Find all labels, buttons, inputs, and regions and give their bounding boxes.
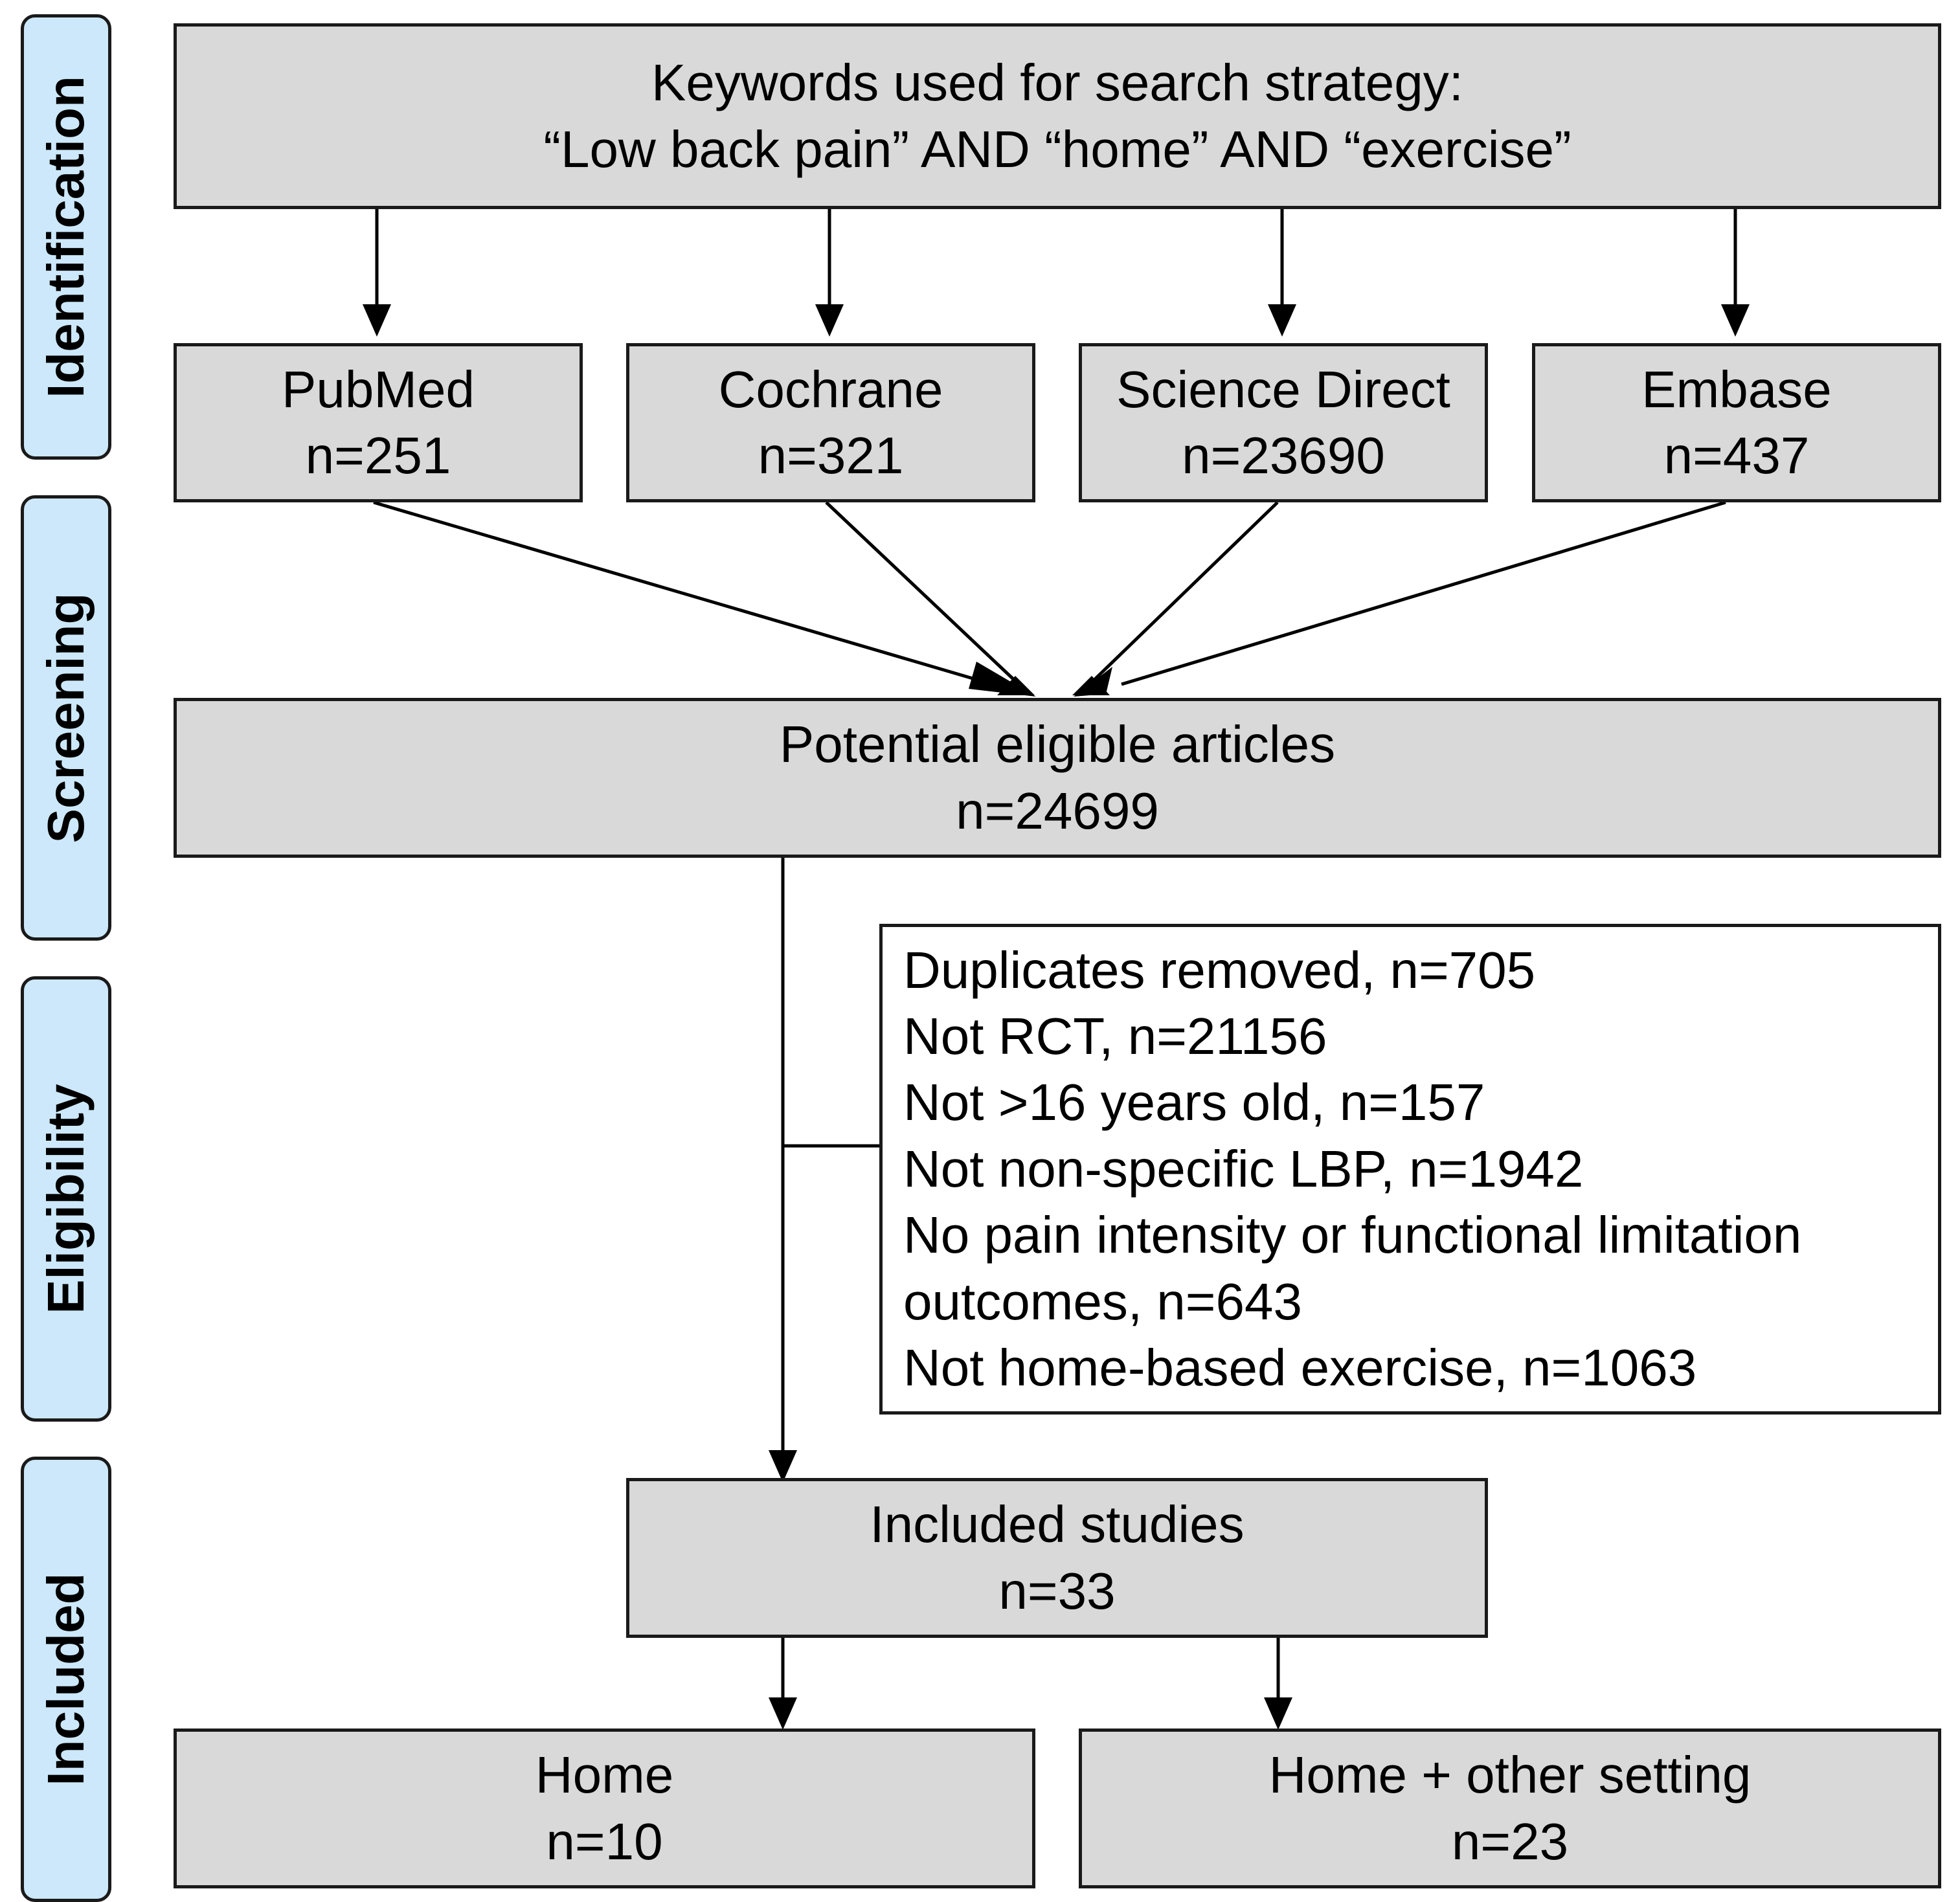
arrow-sciencedirect-potential bbox=[1093, 501, 1279, 681]
exclusion-item: Duplicates removed, n=705 bbox=[903, 941, 1536, 999]
exclusions-box: Duplicates removed, n=705 Not RCT, n=211… bbox=[879, 924, 1941, 1415]
setting-box-home: Home n=10 bbox=[174, 1729, 1035, 1888]
stage-tab-identification: Identification bbox=[21, 14, 111, 460]
setting-label: Home + other setting bbox=[1268, 1746, 1752, 1804]
database-count: n=321 bbox=[758, 427, 904, 484]
exclusion-item: Not RCT, n=21156 bbox=[903, 1007, 1327, 1066]
potential-eligible-count: n=24699 bbox=[956, 781, 1159, 840]
database-count: n=23690 bbox=[1182, 427, 1385, 484]
arrowhead-embase bbox=[1721, 304, 1750, 337]
database-box-embase: Embase n=437 bbox=[1532, 343, 1941, 502]
exclusion-item: outcomes, n=643 bbox=[903, 1272, 1302, 1330]
arrowhead-potential-included bbox=[769, 1450, 797, 1482]
arrowhead-cochrane bbox=[815, 304, 844, 337]
potential-eligible-box: Potential eligible articles n=24699 bbox=[174, 698, 1941, 858]
database-name: Cochrane bbox=[718, 360, 943, 418]
stage-tab-screening: Screening bbox=[21, 495, 111, 941]
exclusion-item: Not home-based exercise, n=1063 bbox=[903, 1338, 1697, 1396]
arrowhead-embase-potential bbox=[1074, 667, 1112, 697]
arrowhead-pubmed bbox=[363, 304, 391, 337]
arrow-pubmed-potential bbox=[373, 500, 989, 685]
database-count: n=251 bbox=[305, 427, 451, 484]
exclusion-item: Not >16 years old, n=157 bbox=[903, 1073, 1485, 1132]
exclusion-item: No pain intensity or functional limitati… bbox=[903, 1206, 1802, 1264]
arrowhead-included-home bbox=[769, 1697, 797, 1730]
included-studies-box: Included studies n=33 bbox=[626, 1478, 1488, 1638]
potential-eligible-label: Potential eligible articles bbox=[779, 715, 1336, 774]
setting-box-home-other: Home + other setting n=23 bbox=[1079, 1729, 1941, 1888]
database-box-cochrane: Cochrane n=321 bbox=[626, 343, 1035, 502]
search-strategy-box: Keywords used for search strategy: “Low … bbox=[174, 23, 1941, 209]
arrow-embase-potential bbox=[1121, 500, 1726, 686]
setting-count: n=10 bbox=[546, 1812, 663, 1870]
exclusion-item: Not non-specific LBP, n=1942 bbox=[903, 1139, 1584, 1198]
setting-count: n=23 bbox=[1451, 1812, 1569, 1870]
included-studies-label: Included studies bbox=[870, 1495, 1245, 1554]
arrowhead-cochrane-potential bbox=[997, 676, 1035, 695]
arrow-cochrane-potential bbox=[825, 501, 1015, 681]
stage-tab-included: Included bbox=[21, 1457, 111, 1902]
database-box-pubmed: PubMed n=251 bbox=[174, 343, 583, 502]
database-name: Embase bbox=[1641, 360, 1832, 418]
included-studies-count: n=33 bbox=[998, 1561, 1116, 1620]
setting-label: Home bbox=[535, 1746, 674, 1804]
arrowhead-sciencedirect bbox=[1268, 304, 1296, 337]
arrowhead-included-other bbox=[1264, 1697, 1292, 1730]
search-strategy-line2: “Low back pain” AND “home” AND “exercise… bbox=[543, 120, 1571, 178]
database-name: PubMed bbox=[282, 360, 475, 418]
database-count: n=437 bbox=[1663, 427, 1810, 484]
database-box-sciencedirect: Science Direct n=23690 bbox=[1079, 343, 1488, 502]
stage-tab-eligibility: Eligibility bbox=[21, 976, 111, 1422]
search-strategy-line1: Keywords used for search strategy: bbox=[651, 54, 1463, 112]
database-name: Science Direct bbox=[1116, 360, 1450, 418]
